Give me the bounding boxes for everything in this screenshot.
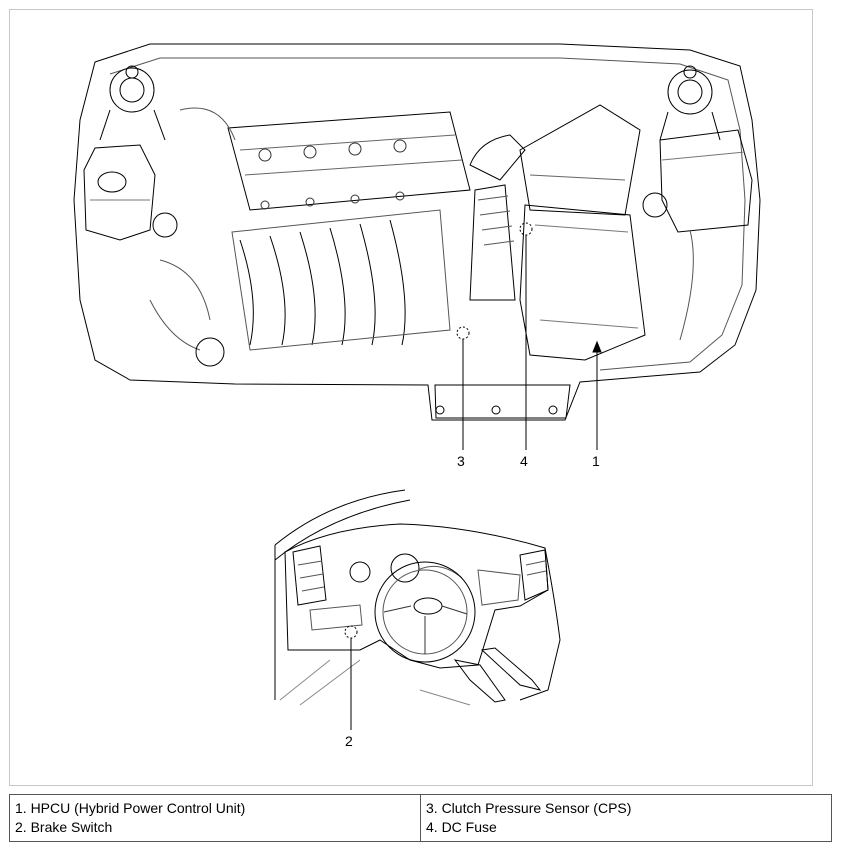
engine-bay-drawing <box>73 43 761 450</box>
legend-item-clutch-pressure-sensor: 3. Clutch Pressure Sensor (CPS) <box>426 800 632 816</box>
legend-item-dc-fuse: 4. DC Fuse <box>426 819 497 835</box>
callout-number-3: 3 <box>457 453 465 469</box>
legend-item-brake-switch: 2. Brake Switch <box>15 819 113 835</box>
legend-column-left: 1. HPCU (Hybrid Power Control Unit) 2. B… <box>10 795 420 841</box>
dashboard-drawing <box>274 489 561 730</box>
legend-item-hpcu: 1. HPCU (Hybrid Power Control Unit) <box>15 800 246 816</box>
legend-column-right: 3. Clutch Pressure Sensor (CPS) 4. DC Fu… <box>420 795 831 841</box>
diagram-illustration <box>73 43 761 730</box>
callout-number-2: 2 <box>345 733 353 749</box>
figure-frame <box>9 9 813 786</box>
callout-number-4: 4 <box>520 453 528 469</box>
legend-table: 1. HPCU (Hybrid Power Control Unit) 2. B… <box>9 794 832 842</box>
callout-number-1: 1 <box>592 453 600 469</box>
